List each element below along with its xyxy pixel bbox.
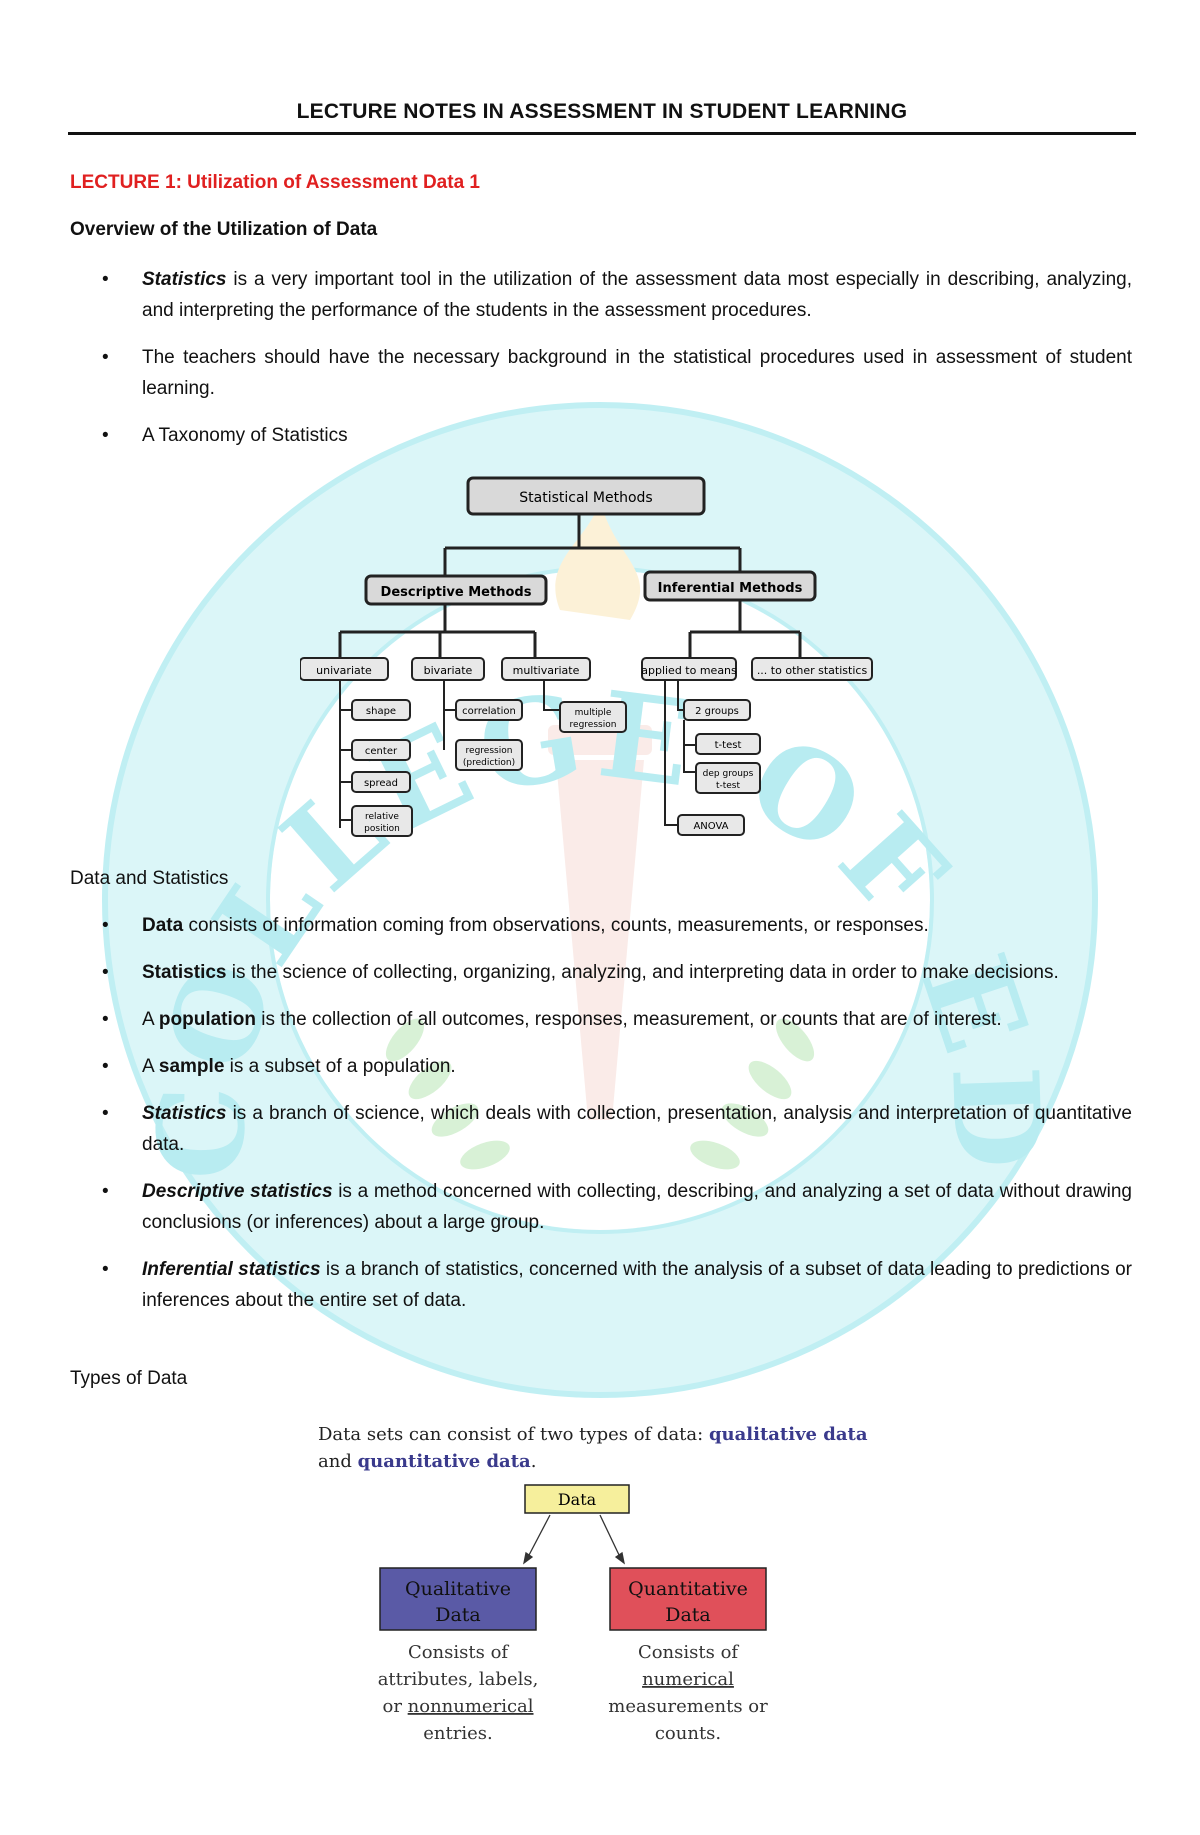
node-univariate: univariate (316, 664, 372, 677)
quantitative-box-line1: Quantitative (628, 1578, 748, 1600)
node-regression-line2: (prediction) (463, 758, 515, 768)
list-item: • Inferential statistics is a branch of … (102, 1254, 1132, 1316)
term: Descriptive statistics (142, 1181, 333, 1202)
term: Inferential statistics (142, 1259, 321, 1280)
list-item: • Statistics is a very important tool in… (102, 264, 1132, 326)
term: population (158, 1009, 256, 1030)
node-dep-groups-line2: t-test (716, 781, 741, 791)
bullet-icon: • (102, 425, 109, 446)
bullet-icon: • (102, 1103, 109, 1124)
node-center: center (365, 746, 398, 757)
term: Statistics (142, 962, 227, 983)
node-multiple-regression-line1: multiple (575, 708, 612, 718)
prefix: A (142, 1009, 159, 1030)
node-t-test: t-test (715, 740, 742, 751)
intro-period: . (531, 1451, 537, 1472)
term: Statistics (142, 1103, 227, 1124)
data-statistics-bullets: • Data consists of information coming fr… (102, 910, 1132, 1332)
quantitative-desc-line2: numerical (642, 1669, 734, 1690)
definition: is the collection of all outcomes, respo… (256, 1009, 1002, 1030)
definition: is a method concerned with collecting, d… (142, 1181, 1132, 1233)
types-of-data-diagram: Data sets can consist of two types of da… (318, 1424, 868, 1744)
node-applied-to-means: applied to means (641, 664, 737, 677)
overview-heading: Overview of the Utilization of Data (70, 219, 378, 240)
header-rule (68, 132, 1136, 135)
node-other-statistics: ... to other statistics (757, 664, 868, 677)
intro-text: Data sets can consist of two types of da… (318, 1424, 709, 1445)
node-two-groups: 2 groups (695, 706, 739, 717)
list-item: • The teachers should have the necessary… (102, 342, 1132, 404)
qualitative-box-line1: Qualitative (405, 1578, 511, 1600)
qualitative-desc-line3: or nonnumerical (382, 1696, 533, 1717)
bullet-icon: • (102, 915, 109, 936)
node-multivariate: multivariate (513, 664, 580, 677)
node-inferential-methods: Inferential Methods (658, 581, 803, 596)
node-bivariate: bivariate (424, 664, 473, 677)
prefix: A (142, 1056, 159, 1077)
bullet-icon: • (102, 347, 109, 368)
bullet-icon: • (102, 1009, 109, 1030)
bullet-icon: • (102, 1181, 109, 1202)
types-intro-line2: and quantitative data. (318, 1451, 536, 1472)
intro-qualitative: qualitative data (709, 1424, 868, 1445)
desc-underlined: nonnumerical (408, 1696, 534, 1717)
types-intro-line1: Data sets can consist of two types of da… (318, 1424, 868, 1445)
qualitative-desc-line1: Consists of (408, 1642, 509, 1663)
node-statistical-methods: Statistical Methods (519, 490, 652, 506)
definition: is a branch of statistics, concerned wit… (142, 1259, 1132, 1311)
overview-bullets: • Statistics is a very important tool in… (102, 264, 1132, 467)
quantitative-desc-line3: measurements or (608, 1696, 768, 1717)
term: Statistics (142, 269, 227, 290)
node-spread: spread (364, 778, 398, 789)
list-item: • Descriptive statistics is a method con… (102, 1176, 1132, 1238)
lecture-title: LECTURE 1: Utilization of Assessment Dat… (70, 172, 480, 193)
node-relative-position-line2: position (364, 824, 400, 834)
qualitative-box-line2: Data (435, 1604, 481, 1626)
data-box-label: Data (558, 1490, 597, 1509)
list-item: • Data consists of information coming fr… (102, 910, 1132, 941)
definition: is a subset of a population. (224, 1056, 456, 1077)
term: sample (158, 1056, 225, 1077)
list-item: • A Taxonomy of Statistics (102, 420, 1132, 451)
node-dep-groups-line1: dep groups (703, 769, 754, 779)
node-relative-position-line1: relative (365, 812, 399, 822)
list-item: • A population is the collection of all … (102, 1004, 1132, 1035)
node-shape: shape (366, 706, 396, 717)
list-item: • Statistics is the science of collectin… (102, 957, 1132, 988)
bullet-icon: • (102, 269, 109, 290)
qualitative-desc-line4: entries. (423, 1723, 492, 1744)
term: Data (142, 915, 184, 936)
bullet-icon: • (102, 1056, 109, 1077)
node-multiple-regression-line2: regression (570, 720, 617, 730)
node-regression-line1: regression (466, 746, 513, 756)
definition: consists of information coming from obse… (183, 915, 929, 936)
document-header-title: LECTURE NOTES IN ASSESSMENT IN STUDENT L… (296, 100, 908, 123)
node-descriptive-methods: Descriptive Methods (381, 585, 532, 600)
node-anova: ANOVA (693, 821, 728, 832)
desc-prefix: or (382, 1696, 407, 1717)
quantitative-box-line2: Data (665, 1604, 711, 1626)
list-item: • A sample is a subset of a population. (102, 1051, 1132, 1082)
quantitative-desc-line1: Consists of (638, 1642, 739, 1663)
definition: is a branch of science, which deals with… (142, 1103, 1132, 1155)
list-item: • Statistics is a branch of science, whi… (102, 1098, 1132, 1160)
bullet-icon: • (102, 1259, 109, 1280)
item-text: The teachers should have the necessary b… (142, 347, 1132, 399)
intro-quantitative: quantitative data (358, 1451, 531, 1472)
item-text: A Taxonomy of Statistics (142, 425, 348, 446)
definition: is a very important tool in the utilizat… (142, 269, 1132, 321)
bullet-icon: • (102, 962, 109, 983)
node-correlation: correlation (462, 706, 516, 717)
taxonomy-diagram: Statistical Methods Descriptive Methods … (300, 476, 873, 837)
data-and-statistics-heading: Data and Statistics (70, 868, 229, 889)
quantitative-desc-line4: counts. (655, 1723, 721, 1744)
types-of-data-heading: Types of Data (70, 1368, 188, 1389)
qualitative-desc-line2: attributes, labels, (378, 1669, 539, 1690)
intro-and: and (318, 1451, 358, 1472)
definition: is the science of collecting, organizing… (226, 962, 1059, 983)
